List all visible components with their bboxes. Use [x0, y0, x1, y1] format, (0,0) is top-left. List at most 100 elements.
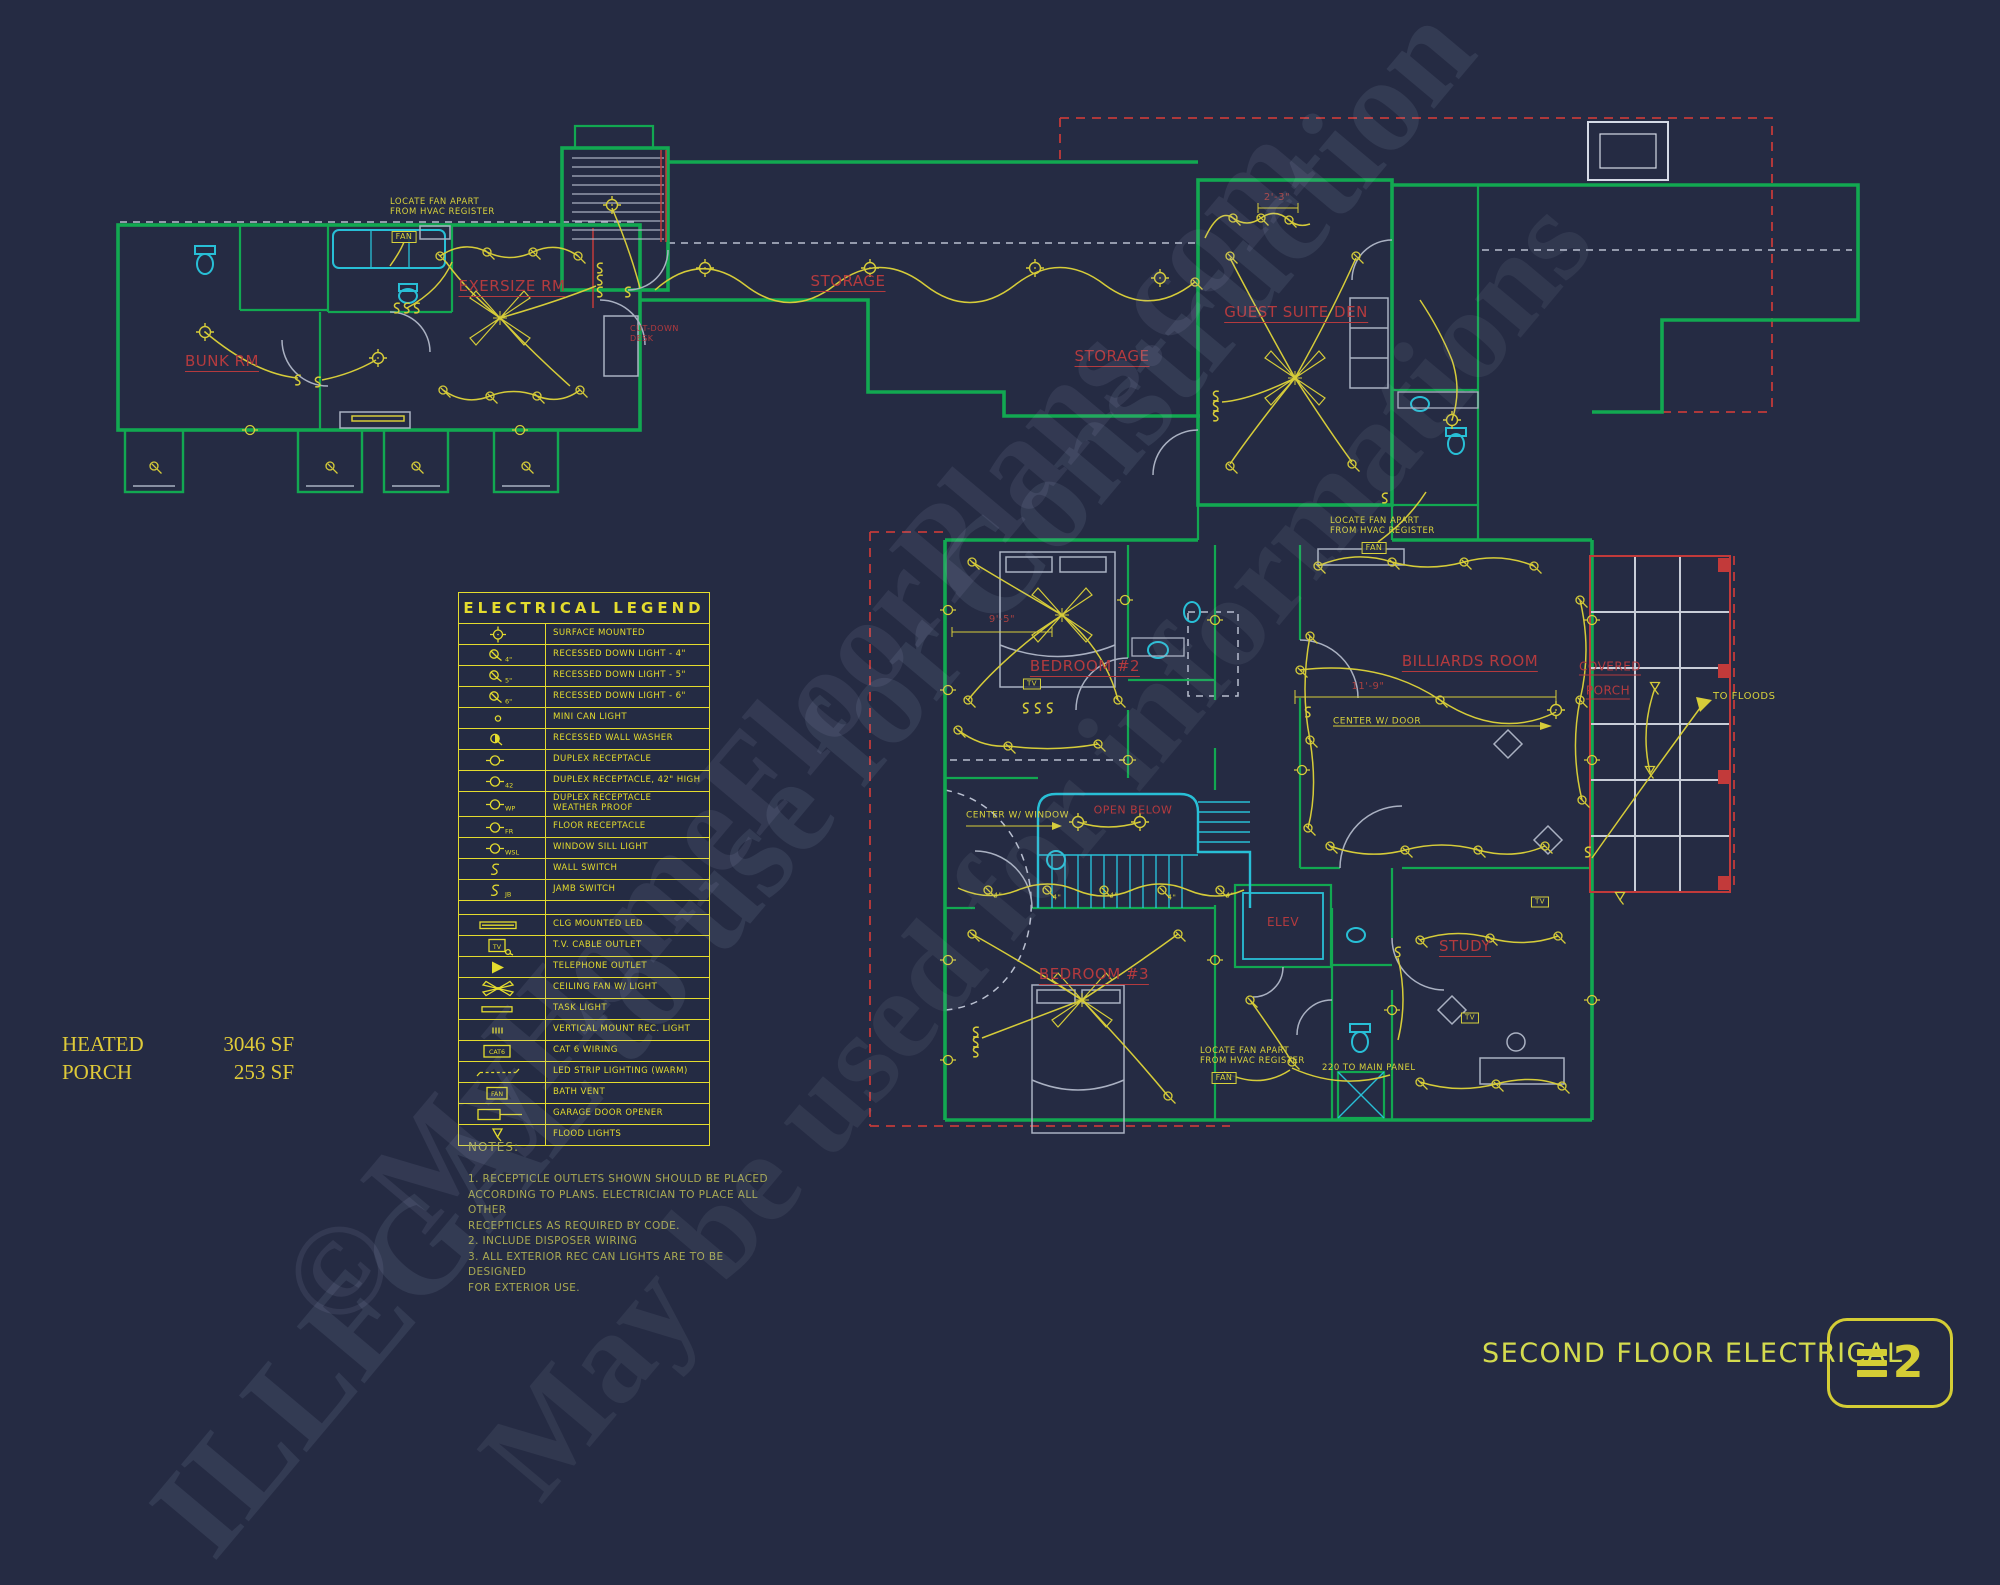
- area-table: HEATED 3046 SF PORCH 253 SF: [62, 1032, 294, 1088]
- svg-text:WP: WP: [505, 804, 515, 812]
- svg-text:TV: TV: [492, 944, 502, 951]
- legend-row: 4" RECESSED DOWN LIGHT - 4": [459, 645, 709, 666]
- dim-11-9: 11'-9": [1351, 681, 1385, 692]
- note-locate-fan-1b: FROM HVAC REGISTER: [390, 206, 495, 217]
- legend-row: FLOOD LIGHTS: [459, 1125, 709, 1145]
- window-sill-light-icon: WSL: [459, 838, 546, 858]
- svg-text:FR: FR: [505, 827, 514, 835]
- note-locate-fan-1a: LOCATE FAN APART: [390, 196, 480, 207]
- dim-2-3: 2'-3": [1263, 192, 1291, 203]
- svg-text:5": 5": [505, 676, 512, 684]
- legend-row: DUPLEX RECEPTACLE: [459, 750, 709, 771]
- recessed-wall-washer-icon: [459, 729, 546, 749]
- legend-title: ELECTRICAL LEGEND: [459, 593, 709, 624]
- room-label-bedroom-2: BEDROOM #2: [1029, 657, 1141, 677]
- room-label-bunk-rm: BUNK RM: [185, 352, 259, 372]
- note-line: 1. RECEPTICLE OUTLETS SHOWN SHOULD BE PL…: [468, 1173, 768, 1185]
- svg-text:WSL: WSL: [505, 848, 520, 856]
- bath-fixtures: [194, 229, 1479, 1119]
- room-label-storage-2: STORAGE: [1074, 347, 1150, 367]
- note-center-w-door: CENTER W/ DOOR: [1333, 716, 1422, 727]
- svg-text:JB: JB: [504, 890, 511, 898]
- legend-row-label: CLG MOUNTED LED: [553, 919, 643, 930]
- label-cut-down-desk-2: DESK: [630, 334, 654, 343]
- legend-row: MINI CAN LIGHT: [459, 708, 709, 729]
- area-row-heated: HEATED 3046 SF: [62, 1032, 294, 1057]
- legend-row: GARAGE DOOR OPENER: [459, 1104, 709, 1125]
- legend-row: CEILING FAN W/ LIGHT: [459, 978, 709, 999]
- legend-row-label: RECESSED DOWN LIGHT - 5": [553, 670, 686, 681]
- task-light-icon: [459, 999, 546, 1019]
- bath-vent-icon: FAN: [459, 1083, 546, 1103]
- legend-rows: SURFACE MOUNTED 4" RECESSED DOWN LIGHT - 4…: [459, 624, 709, 1145]
- note-line: FOR EXTERIOR USE.: [468, 1281, 581, 1294]
- area-row-porch: PORCH 253 SF: [62, 1060, 294, 1085]
- flood-lights-icon: [459, 1125, 546, 1145]
- tag-fan-1: FAN: [391, 231, 417, 243]
- area-label: PORCH: [62, 1060, 133, 1084]
- room-label-covered: COVERED: [1578, 659, 1642, 676]
- led-strip-icon: [459, 1062, 546, 1082]
- recessed-down-light-5-icon: 5": [459, 666, 546, 686]
- legend-row-label: RECESSED DOWN LIGHT - 6": [553, 691, 686, 702]
- legend-row-label: TASK LIGHT: [553, 1003, 607, 1014]
- sheet-title: SECOND FLOOR ELECTRICAL: [1482, 1338, 1904, 1369]
- furniture: [339, 225, 1565, 1134]
- tag-4in-1: 4": [993, 891, 1003, 900]
- walls-inner: [238, 124, 1592, 1120]
- legend-row: WALL SWITCH: [459, 859, 709, 880]
- legend-row-label: FLOOD LIGHTS: [553, 1129, 622, 1140]
- legend-row: TASK LIGHT: [459, 999, 709, 1020]
- legend-row: SURFACE MOUNTED: [459, 624, 709, 645]
- sheet-digit: 2: [1892, 1337, 1924, 1388]
- svg-text:CAT6: CAT6: [489, 1049, 505, 1056]
- legend-row-label: RECESSED DOWN LIGHT - 4": [553, 649, 686, 660]
- svg-text:6": 6": [505, 697, 512, 705]
- door-arcs: [281, 239, 1445, 1036]
- note-220-main-panel: 220 TO MAIN PANEL: [1322, 1062, 1416, 1073]
- tag-tv-3: TV: [1460, 1012, 1480, 1024]
- legend-row: LED STRIP LIGHTING (WARM): [459, 1062, 709, 1083]
- room-label-exersize-rm: EXERSIZE RM: [458, 277, 566, 297]
- note-locate-fan-3a: LOCATE FAN APART: [1200, 1045, 1290, 1056]
- legend-row-label: MINI CAN LIGHT: [553, 712, 627, 723]
- roof-dashed-lines: [869, 117, 1773, 1127]
- note-locate-fan-2b: FROM HVAC REGISTER: [1330, 525, 1435, 536]
- label-open-below: OPEN BELOW: [1093, 803, 1173, 817]
- notes-block: NOTES: 1. RECEPTICLE OUTLETS SHOWN SHOUL…: [468, 1140, 778, 1296]
- ceiling-fan-icon: [459, 978, 546, 998]
- vertical-mount-rec-light-icon: [459, 1020, 546, 1040]
- legend-row-label: WALL SWITCH: [553, 863, 618, 874]
- note-line: 2. INCLUDE DISPOSER WIRING: [468, 1235, 638, 1247]
- legend-row: 5" RECESSED DOWN LIGHT - 5": [459, 666, 709, 687]
- sheet-number-badge: 2: [1827, 1318, 1953, 1408]
- svg-text:42: 42: [505, 781, 513, 789]
- mini-can-light-icon: [459, 708, 546, 728]
- notes-heading: NOTES:: [468, 1140, 519, 1154]
- legend-row: CAT6 CAT 6 WIRING: [459, 1041, 709, 1062]
- tag-tv-2: TV: [1530, 896, 1550, 908]
- room-label-elev: ELEV: [1266, 915, 1300, 929]
- legend-row-label: FLOOR RECEPTACLE: [553, 821, 646, 832]
- svg-text:4": 4": [505, 655, 512, 663]
- tag-fan-3: FAN: [1211, 1072, 1237, 1084]
- legend-row-label: RECESSED WALL WASHER: [553, 733, 673, 744]
- wall-switch-icon: [459, 859, 546, 879]
- recessed-down-light-6-icon: 6": [459, 687, 546, 707]
- room-label-study: STUDY: [1438, 937, 1492, 957]
- dim-9-5: 9'-5": [988, 614, 1016, 625]
- legend-row: TELEPHONE OUTLET: [459, 957, 709, 978]
- legend-row-label: SURFACE MOUNTED: [553, 628, 645, 639]
- chimney-outline: [1587, 121, 1669, 181]
- tag-4in-3: 4": [1109, 891, 1119, 900]
- cat6-wiring-icon: CAT6: [459, 1041, 546, 1061]
- legend-row: FR FLOOR RECEPTACLE: [459, 817, 709, 838]
- legend-row-label: CAT 6 WIRING: [553, 1045, 618, 1056]
- room-label-guest-suite-den: GUEST SUITE DEN: [1224, 303, 1368, 323]
- legend-row-label: VERTICAL MOUNT REC. LIGHT: [553, 1024, 691, 1035]
